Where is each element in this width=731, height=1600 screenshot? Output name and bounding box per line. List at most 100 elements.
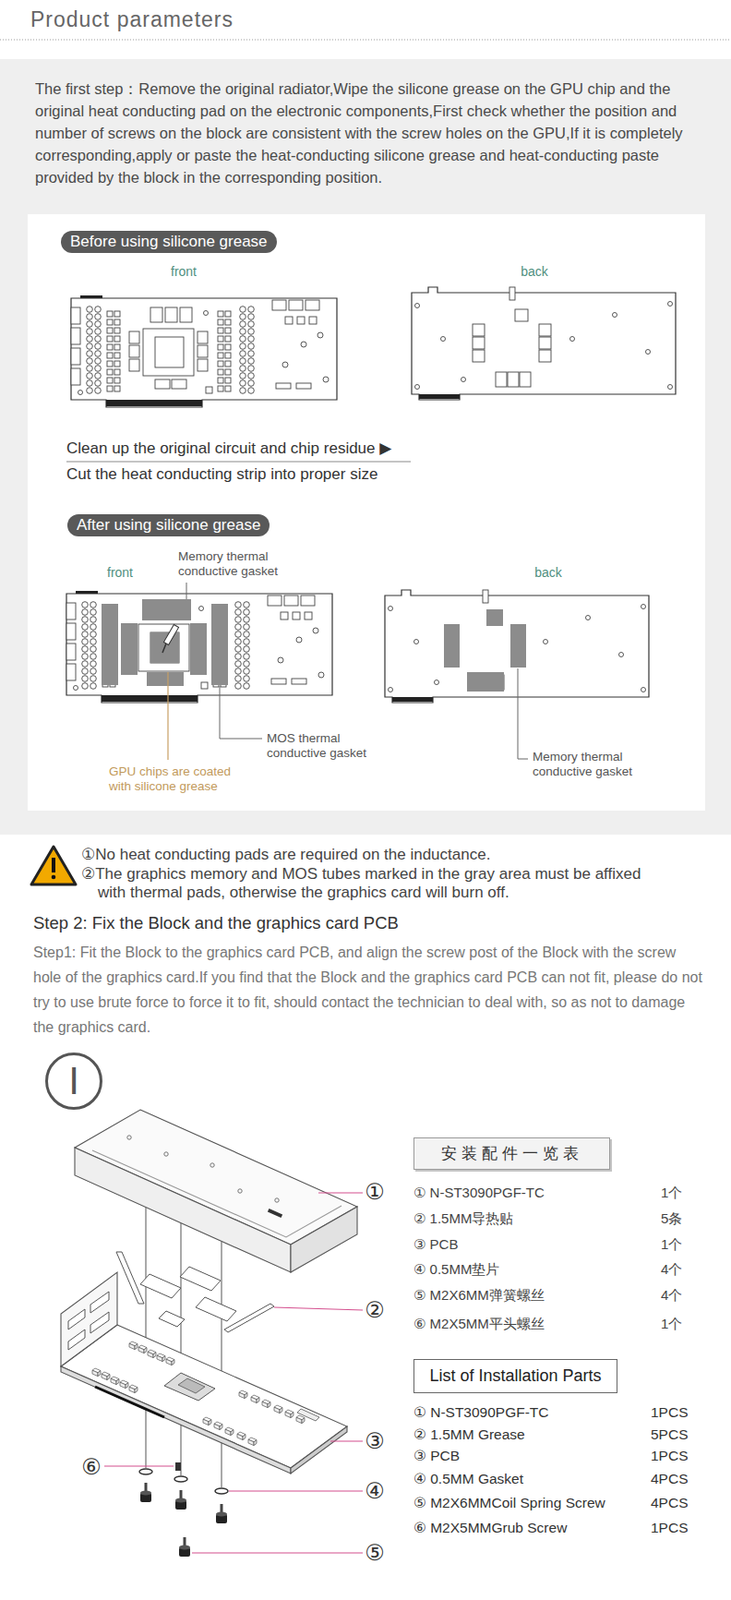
illustration-part-part (68, 1308, 85, 1330)
illustration-part (517, 668, 528, 759)
illustration-part (239, 1390, 248, 1399)
illustration-part-part (290, 1206, 358, 1272)
illustration-part (166, 1356, 175, 1366)
illustration-part-part (163, 623, 179, 645)
illustration-part-part-part (101, 603, 119, 685)
illustration-part-part (74, 1147, 291, 1272)
illustration-part (0, 39, 731, 41)
step-heading: Step 2: Fix the Block and the graphics c… (33, 912, 399, 934)
illustration-part-part (101, 599, 228, 686)
illustration-part-part (274, 1306, 363, 1310)
illustration-part (51, 857, 56, 873)
illustration-part (156, 1353, 166, 1362)
illustration-part-part (318, 1191, 363, 1193)
callout-label: GPU chips are coated with silicone greas… (108, 764, 248, 794)
node-text: The first step：Remove the original radia… (35, 77, 702, 189)
table-cell: 1PCS (650, 1519, 689, 1536)
illustration-part (139, 1468, 228, 1494)
view-label: front (107, 564, 133, 580)
illustration-part-part (60, 1271, 118, 1367)
illustration-part (104, 1192, 363, 1553)
illustration-part (285, 1409, 294, 1418)
view-label: back (534, 564, 563, 580)
table-cell: 4PCS (650, 1470, 689, 1487)
table-cell: 5PCS (650, 1426, 689, 1443)
illustration-part-part-part (120, 623, 138, 675)
illustration-part-part (158, 1310, 185, 1327)
illustration-part-part (162, 643, 167, 653)
view-label: front (170, 263, 197, 279)
illustration-part (0, 59, 731, 835)
illustration-part (116, 1251, 275, 1332)
callout-number: ① (364, 1179, 385, 1204)
illustration-part-part (174, 1475, 188, 1482)
table-cell: ① N-ST3090PGF-TC (413, 1184, 545, 1201)
table-cell: ④ 0.5MM Gasket (413, 1470, 524, 1487)
illustration-part-part (127, 1135, 132, 1139)
node-text: I (68, 1058, 80, 1103)
table-cell: 4PCS (650, 1494, 689, 1511)
illustration-part (175, 1462, 181, 1471)
illustration-part (129, 1384, 138, 1393)
table-cell: 1个 (660, 1235, 683, 1253)
illustration-part (296, 1414, 305, 1424)
illustration-part-part-part (150, 632, 180, 663)
illustration-part-part (139, 1468, 153, 1474)
node-text: 安装配件一览表 (441, 1144, 584, 1163)
illustration-part (215, 1503, 228, 1523)
illustration-part-part-part (443, 623, 460, 668)
illustration-part (140, 1482, 152, 1502)
node-text: List of Installation Parts (429, 1366, 601, 1385)
illustration-part-part (180, 1222, 182, 1475)
illustration-part-part (195, 1296, 237, 1321)
section-pill: Before using silicone grease (60, 230, 277, 253)
node-text: Before using silicone grease (70, 232, 268, 251)
illustration-part (248, 1437, 257, 1446)
view-label: back (520, 263, 549, 279)
illustration-part-part (71, 295, 337, 408)
illustration-part-part (411, 287, 676, 400)
table-cell: ⑤ M2X6MMCoil Spring Screw (413, 1494, 606, 1511)
table-cell: ⑥ M2X5MM平头螺丝 (413, 1315, 545, 1332)
illustration-part (274, 1404, 283, 1414)
table-cell: 5条 (660, 1210, 683, 1227)
callout-label: Memory thermal conductive gasket (178, 549, 289, 579)
table-cell: 1PCS (650, 1447, 689, 1464)
illustration-part-part (215, 1487, 228, 1494)
illustration-part (92, 1367, 101, 1377)
table-cell: ② 1.5MM导热贴 (413, 1210, 514, 1227)
illustration-part-part (90, 1311, 109, 1333)
step-circle: I (45, 1052, 103, 1110)
illustration-part (178, 1378, 205, 1393)
table-cell: 1个 (660, 1315, 683, 1332)
illustration-part (101, 1371, 110, 1380)
illustration-part (203, 1416, 212, 1426)
illustration-part-part-part (146, 671, 184, 686)
illustration-part (68, 1291, 109, 1350)
illustration-part-part (164, 1151, 168, 1156)
illustration-part (175, 1489, 187, 1510)
illustration-part-part-part (510, 623, 527, 668)
illustration-part-part (228, 1489, 363, 1491)
illustration-part (411, 287, 676, 400)
callout-label: Memory thermal conductive gasket (532, 749, 648, 779)
instruction-text: Clean up the original circuit and chip r… (66, 439, 392, 458)
table-cell: ③ PCB (413, 1447, 460, 1464)
illustration-part-part (116, 1251, 144, 1304)
illustration-part-part (60, 1324, 348, 1468)
illustration-part-part (238, 1188, 242, 1193)
illustration-part-part (443, 609, 527, 692)
illustration-part-part-part (142, 599, 192, 621)
illustration-part (127, 1135, 279, 1202)
illustration-part (164, 1372, 216, 1401)
section-pill: After using silicone grease (67, 514, 270, 537)
illustration-part-part (140, 1273, 181, 1298)
callout-number: ⑤ (364, 1540, 385, 1565)
illustration-part (225, 1426, 234, 1436)
illustration-part-part (224, 1303, 275, 1332)
illustration-part-part-part (211, 603, 228, 685)
illustration-part-part (290, 1426, 348, 1474)
illustration-part-part-part (486, 609, 504, 626)
step-text: Step1: Fit the Block to the graphics car… (33, 939, 703, 1040)
